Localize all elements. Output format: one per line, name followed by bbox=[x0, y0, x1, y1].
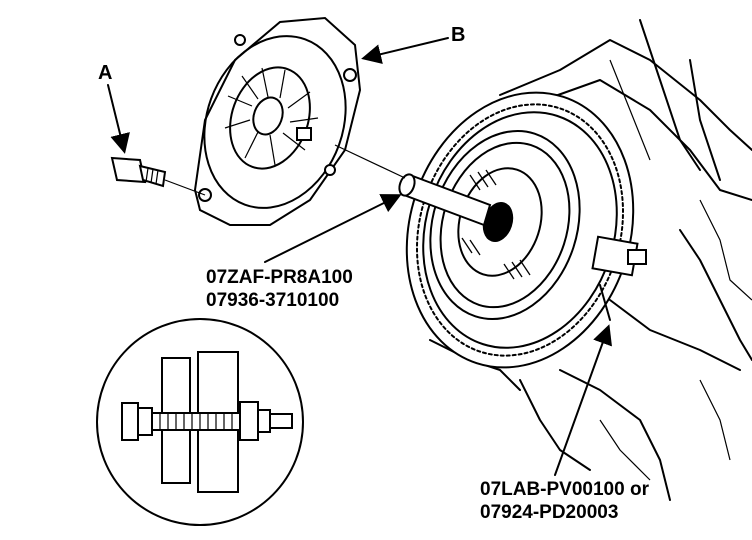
alignment-tool-arrow bbox=[264, 194, 402, 263]
assembly-centerline bbox=[334, 144, 406, 179]
holder-tool-part-number-1: 07LAB-PV00100 or bbox=[480, 479, 649, 500]
callout-b-arrow bbox=[361, 37, 449, 64]
callout-a-arrow bbox=[107, 84, 130, 154]
clutch-disc bbox=[429, 130, 581, 320]
alignment-tool bbox=[398, 173, 492, 227]
callout-a: A bbox=[98, 62, 113, 84]
alignment-tool-label: 07ZAF-PR8A100 07936-3710100 bbox=[206, 266, 353, 312]
flywheel-holder-tool bbox=[591, 235, 647, 321]
holder-tool-arrow bbox=[554, 324, 612, 476]
mounting-bolt bbox=[110, 156, 167, 188]
bolt-centerline bbox=[164, 179, 206, 196]
holder-tool-part-number-2: 07924-PD20003 bbox=[480, 502, 619, 523]
holder-tool-label: 07LAB-PV00100 or 07924-PD20003 bbox=[480, 478, 649, 524]
pressure-plate bbox=[193, 16, 362, 226]
alignment-tool-part-number-2: 07936-3710100 bbox=[206, 290, 340, 311]
alignment-tool-part-number-1: 07ZAF-PR8A100 bbox=[206, 267, 353, 288]
detail-inset bbox=[96, 318, 304, 526]
callout-b: B bbox=[451, 24, 466, 46]
